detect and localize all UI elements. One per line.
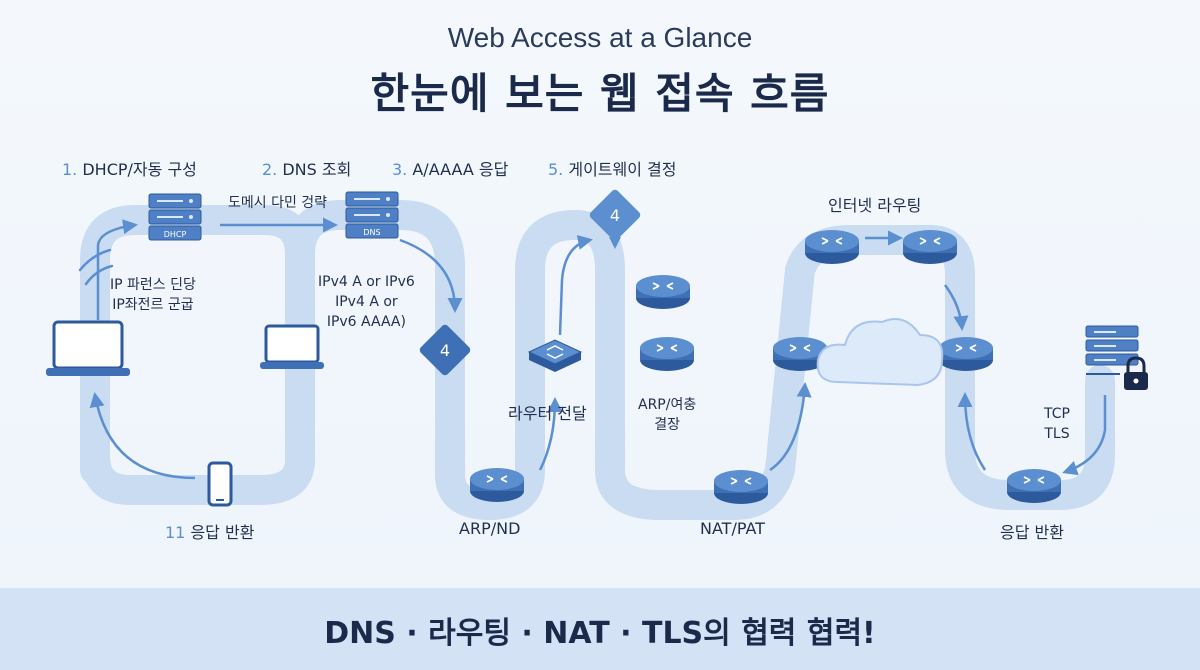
cloud-icon [816,318,944,387]
gateway-decision-label: 4 [610,206,620,225]
laptop-icon [260,324,324,369]
decision-diamond-label: 4 [440,341,450,360]
dns-server-label: DNS [363,228,380,237]
arrow-server-to-router [1062,395,1107,476]
step-label-dhcp: 1. DHCP/자동 구성 [62,160,197,179]
internet-routing-label: 인터넷 라우팅 [828,196,922,215]
web-server-icon [1085,325,1139,375]
gateway-decision-icon: 4 [589,189,641,249]
client-laptop-icon [44,320,132,378]
arp-resolve-label: ARP/여충 결장 [638,397,697,433]
arrow-router-up [538,397,563,471]
router-icon [902,229,958,265]
step-label-response: 3. A/AAAA 응답 [392,160,509,179]
router-icon [639,336,695,372]
dns-server-icon: DNS [345,191,399,239]
dhcp-server-icon: DHCP [148,193,202,241]
router-icon [635,274,691,310]
router-forward-label: 라우터 전달 [508,404,587,423]
step-label-gateway: 5. 게이트웨이 결정 [548,160,677,179]
step-label-return: 11 응답 반환 [165,523,255,542]
ip-lease-label: IP 파런스 딘당 IP좌전르 군굽 [110,277,196,313]
router-icon [938,336,994,372]
arp-nd-label: ARP/ND [459,519,521,538]
footer-banner: DNS · 라우팅 · NAT · TLS의 협력 협력! [0,588,1200,670]
flow-path [80,200,1115,520]
arrow-dns-to-decision [399,238,463,313]
switch-icon [527,339,583,372]
diagram-title-ko: 한눈에 보는 웹 접속 흐름 [370,69,830,118]
lock-icon [1124,356,1148,390]
wifi-icon [78,248,114,286]
arrow-internet-2 [943,284,969,331]
response-return-label: 응답 반환 [1000,523,1064,542]
decision-diamond-icon: 4 [419,324,471,376]
router-icon [1006,468,1062,504]
diagram-title-en: Web Access at a Glance [447,22,753,53]
step-label-dns: 2. DNS 조회 [262,160,352,179]
nat-pat-label: NAT/PAT [700,519,765,538]
router-icon [713,469,769,505]
arrow-laptop-to-dhcp [96,219,138,320]
arrow-switch-to-gateway [558,235,593,336]
ipv-record-label: IPv4 A or IPv6 IPv4 A or IPv6 AAAA) [318,274,415,330]
arrow-response-up [957,392,987,471]
domain-resolve-label: 도메시 다민 겅략 [228,195,328,211]
footer-text: DNS · 라우팅 · NAT · TLS의 협력 협력! [324,616,876,651]
arrow-phone-to-laptop [89,392,196,480]
smartphone-icon [207,461,233,507]
tcp-tls-label: TCP TLS [1044,406,1070,442]
router-icon [469,467,525,503]
arrow-nat-up [769,382,812,472]
router-icon [804,229,860,265]
dhcp-server-label: DHCP [164,230,187,239]
